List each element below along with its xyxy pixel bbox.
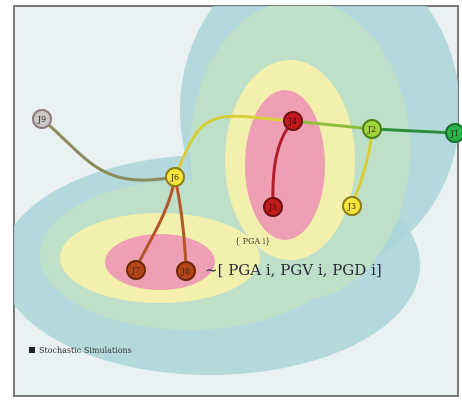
node-j7: J7 — [126, 260, 146, 280]
legend-label: Stochastic Simulations — [39, 346, 132, 355]
legend-marker — [29, 347, 35, 353]
node-j7-circle — [126, 260, 146, 280]
node-j8-label: J8 — [181, 267, 190, 276]
node-j1: J1 — [445, 123, 462, 143]
node-j9-label: J9 — [37, 115, 46, 124]
node-j6: J6 — [165, 167, 185, 187]
node-j5: J5 — [263, 197, 283, 217]
node-j2: J2 — [362, 119, 382, 139]
node-j1-circle — [445, 123, 462, 143]
node-j3-circle — [342, 196, 362, 216]
node-j4-circle — [283, 111, 303, 131]
node-j9: J9 — [32, 109, 52, 129]
edge-j9-j6 — [41, 117, 176, 182]
node-j2-circle — [362, 119, 382, 139]
node-j2-label: J2 — [367, 125, 376, 134]
node-j8: J8 — [176, 261, 196, 281]
node-j5-circle — [263, 197, 283, 217]
edge-j2-j1 — [371, 127, 456, 135]
node-j8-circle — [176, 261, 196, 281]
pga-tag-annotation: { PGA i} — [235, 237, 270, 246]
edge-j6-j7 — [134, 176, 177, 269]
node-j6-circle — [165, 167, 185, 187]
node-j4-label: J4 — [288, 117, 297, 126]
ground-motion-distribution: ~[ PGA i, PGV i, PGD i] — [205, 261, 382, 279]
node-j7-label: J7 — [131, 266, 140, 275]
node-j6-label: J6 — [170, 173, 179, 182]
edge-j6-j8 — [173, 176, 188, 271]
hazard-zone-pink-lower — [105, 234, 215, 290]
node-j4: J4 — [283, 111, 303, 131]
node-j5-label: J5 — [268, 203, 277, 212]
edge-j6-j4 — [173, 114, 294, 178]
hazard-zone-pink-upper — [245, 90, 325, 240]
edge-j4-j2 — [292, 119, 373, 131]
node-j3-label: J3 — [347, 202, 356, 211]
node-j1-label: J1 — [450, 129, 459, 138]
node-j3: J3 — [342, 196, 362, 216]
node-j9-circle — [32, 109, 52, 129]
